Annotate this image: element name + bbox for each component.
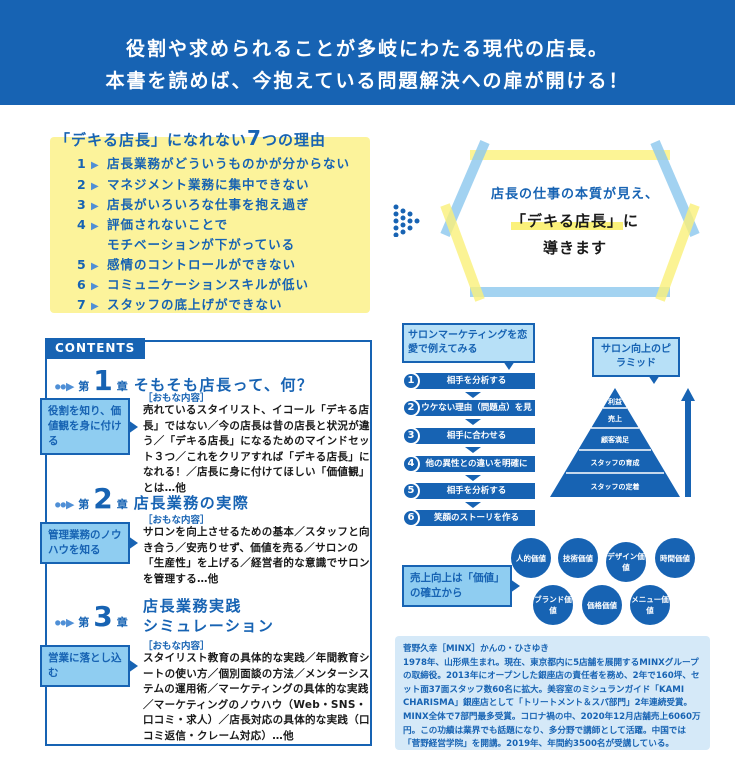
chapter-1-body: 売れているスタイリスト、イコール「デキる店長」ではない／今の店長は昔の店長と状況… xyxy=(143,404,370,494)
contents-label: CONTENTS xyxy=(45,338,145,359)
chapter-3-body: スタイリスト教育の具体的な実践／年間教育シートの使い方／個別面談の方法／メンター… xyxy=(143,652,370,742)
promise-line-3: 導きます xyxy=(542,239,607,257)
step-number: 3 xyxy=(402,427,420,445)
pyramid-level: スタッフの定着 xyxy=(591,482,640,491)
hexagon-frame xyxy=(440,140,700,302)
reason-4: 4▶評価されないことで xyxy=(77,217,229,232)
pyramid-level: 売上 xyxy=(608,414,622,423)
value-circle: 技術価値 xyxy=(558,538,598,578)
step-number: 5 xyxy=(402,482,420,500)
author-bio: 菅野久幸［MINX］かんの・ひさゆき 1978年、山形県生まれ。現在、東京都内に… xyxy=(395,636,710,750)
header-line-2: 本書を読めば、今抱えている問題解決への扉が開ける！ xyxy=(105,70,630,92)
omona-label: ［おもな内容］ xyxy=(143,393,210,404)
promise-line-2b: に xyxy=(623,212,640,230)
down-arrow-icon xyxy=(465,475,481,481)
step-label: 相手を分析する xyxy=(410,483,535,499)
reason-7: 7▶スタッフの底上げができない xyxy=(77,297,283,312)
down-arrow-icon xyxy=(465,502,481,508)
header-banner: 役割や求められることが多岐にわたる現代の店長。 本書を読めば、今抱えている問題解… xyxy=(0,0,735,105)
up-arrow-icon xyxy=(681,388,695,497)
header-line-1: 役割や求められることが多岐にわたる現代の店長。 xyxy=(125,38,609,60)
step-label: ウケない理由（問題点）を見つける xyxy=(410,400,535,429)
omona-label: ［おもな内容］ xyxy=(143,641,210,652)
values-callout: 売上向上は「価値」の確立から xyxy=(402,565,520,607)
marketing-callout: サロンマーケティングを恋愛で例えてみる xyxy=(402,323,535,370)
reason-1: 1▶店長業務がどういうものかが分からない xyxy=(77,156,351,171)
reasons-box: 1▶店長業務がどういうものかが分からない 2▶マネジメント業務に集中できない 3… xyxy=(50,137,370,313)
pyramid-chart: 利益 売上 顧客満足 スタッフの育成 スタッフの定着 xyxy=(550,388,695,497)
reason-5: 5▶感情のコントロールができない xyxy=(77,257,297,272)
omona-label: ［おもな内容］ xyxy=(143,515,210,526)
value-circle: ブランド価値 xyxy=(533,585,573,625)
chapter-2-body: サロンを向上させるための基本／スタッフと向き合う／安売りせず、価値を売る／サロン… xyxy=(143,526,370,585)
step-number: 4 xyxy=(402,455,420,473)
chapter-3-callout: 営業に落とし込む xyxy=(40,645,138,687)
pyramid-callout: サロン向上のピラミッド xyxy=(592,337,680,384)
value-circle: 時間価値 xyxy=(655,538,695,578)
reason-4-cont: モチベーションが下がっている xyxy=(107,237,296,252)
value-circle: メニュー価値 xyxy=(630,585,670,625)
pyramid-level: スタッフの育成 xyxy=(591,458,640,467)
step-number: 6 xyxy=(402,509,420,527)
down-arrow-icon xyxy=(465,447,481,453)
step-label: 相手に合わせる xyxy=(410,428,535,444)
promise-line-1: 店長の仕事の本質が見え、 xyxy=(490,187,659,202)
reason-6: 6▶コミュニケーションスキルが低い xyxy=(77,277,310,292)
promise-highlight: 「デキる店長」 xyxy=(510,212,623,230)
step-label: 相手を分析する xyxy=(410,373,535,389)
chapter-1-callout: 役割を知り、価値観を身に付ける xyxy=(40,398,138,455)
author-name: 菅野久幸［MINX］かんの・ひさゆき xyxy=(403,644,549,654)
author-text: 1978年、山形県生まれ。現在、東京都内に5店舗を展開するMINXグループの取締… xyxy=(403,657,701,750)
reason-3: 3▶店長がいろいろな仕事を抱え過ぎ xyxy=(77,197,310,212)
value-circle: 価格価値 xyxy=(582,585,622,625)
step-number: 1 xyxy=(402,372,420,390)
pyramid-level: 顧客満足 xyxy=(601,435,630,444)
chapter-3-title: 店長業務実践シミュレーション xyxy=(143,597,275,635)
dotted-arrow-icon xyxy=(393,204,420,237)
promise-text: 店長の仕事の本質が見え、 「デキる店長」に 導きます xyxy=(450,183,700,258)
step-label: 笑顔のストーリを作る xyxy=(410,510,535,526)
reason-2: 2▶マネジメント業務に集中できない xyxy=(77,177,310,192)
chapter-2-callout: 管理業務のノウハウを知る xyxy=(40,522,138,564)
pyramid-level: 利益 xyxy=(608,397,622,406)
value-circle: 人的価値 xyxy=(511,538,551,578)
reasons-title: 「デキる店長」になれない7つの理由 xyxy=(55,126,326,150)
step-label: 他の異性との違いを明確に xyxy=(410,456,535,472)
down-arrow-icon xyxy=(465,419,481,425)
value-circle: デザイン価値 xyxy=(606,542,646,582)
step-number: 2 xyxy=(402,399,420,417)
down-arrow-icon xyxy=(465,392,481,398)
